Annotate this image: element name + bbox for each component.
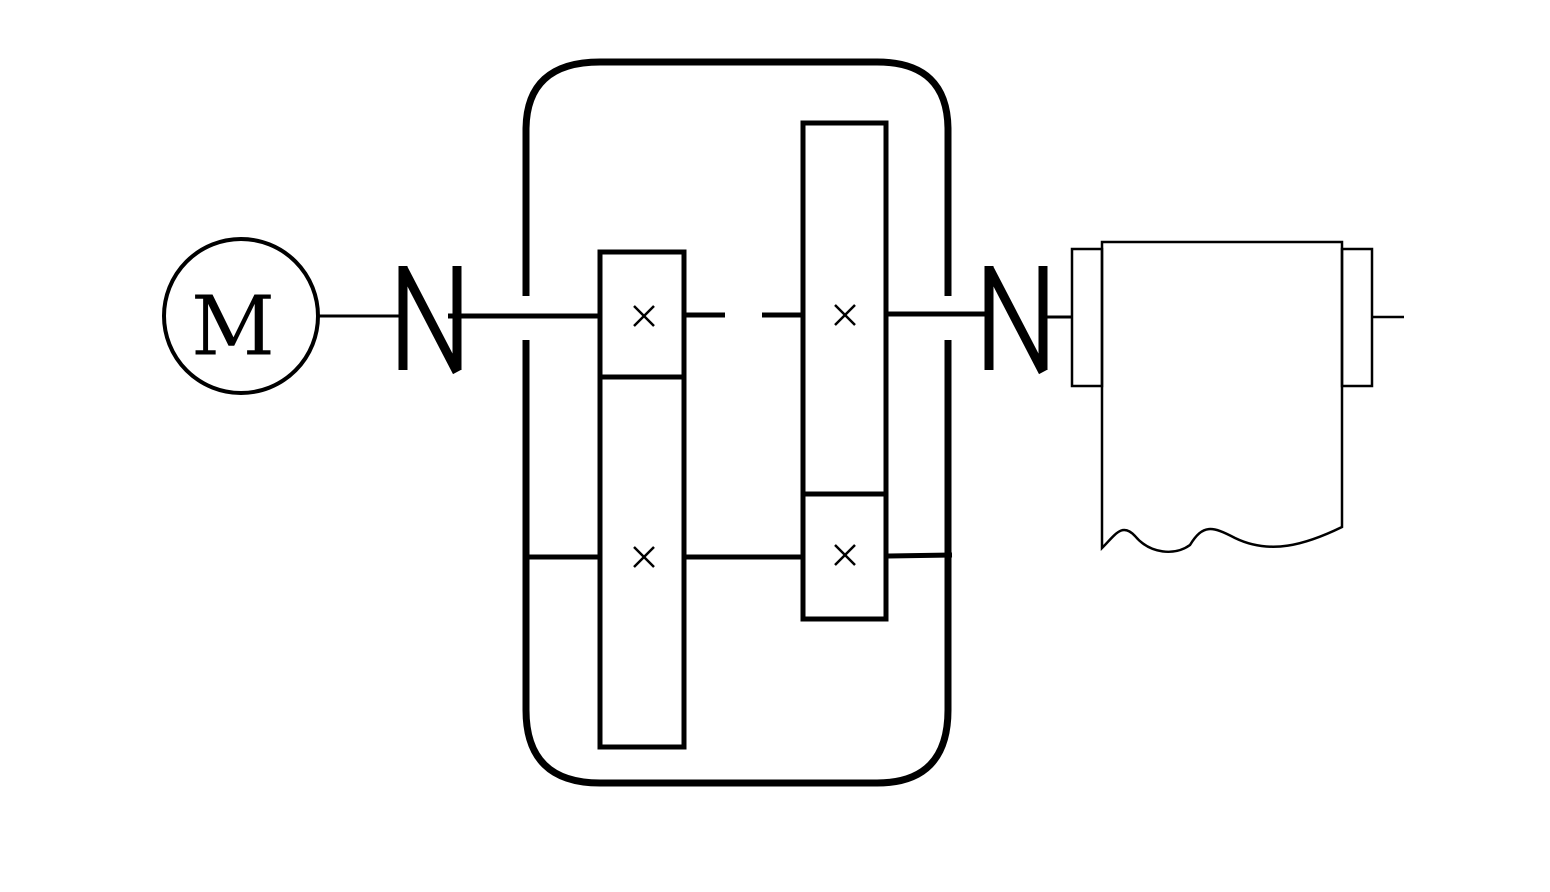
gear-4-cross-mark-icon	[834, 304, 856, 326]
motor-label: M	[191, 280, 275, 375]
drum-body	[1100, 240, 1344, 553]
gear-3	[800, 491, 889, 622]
drum-right-flange	[1340, 247, 1374, 388]
drum	[1070, 240, 1374, 553]
gear-3-cross-mark-icon	[834, 544, 856, 566]
input-coupling-n-icon	[398, 265, 462, 375]
gear-2-cross-mark-icon	[633, 546, 655, 568]
gear-4	[800, 120, 889, 497]
gear-1	[597, 249, 687, 380]
gear-1-cross-mark-icon	[633, 305, 655, 327]
motor: M	[162, 237, 320, 395]
gearbox-housing	[522, 58, 952, 787]
output-coupling-n-icon	[984, 265, 1048, 375]
gear-2	[597, 374, 687, 750]
drum-left-flange	[1070, 247, 1104, 388]
intermediate-shaft	[526, 552, 953, 560]
